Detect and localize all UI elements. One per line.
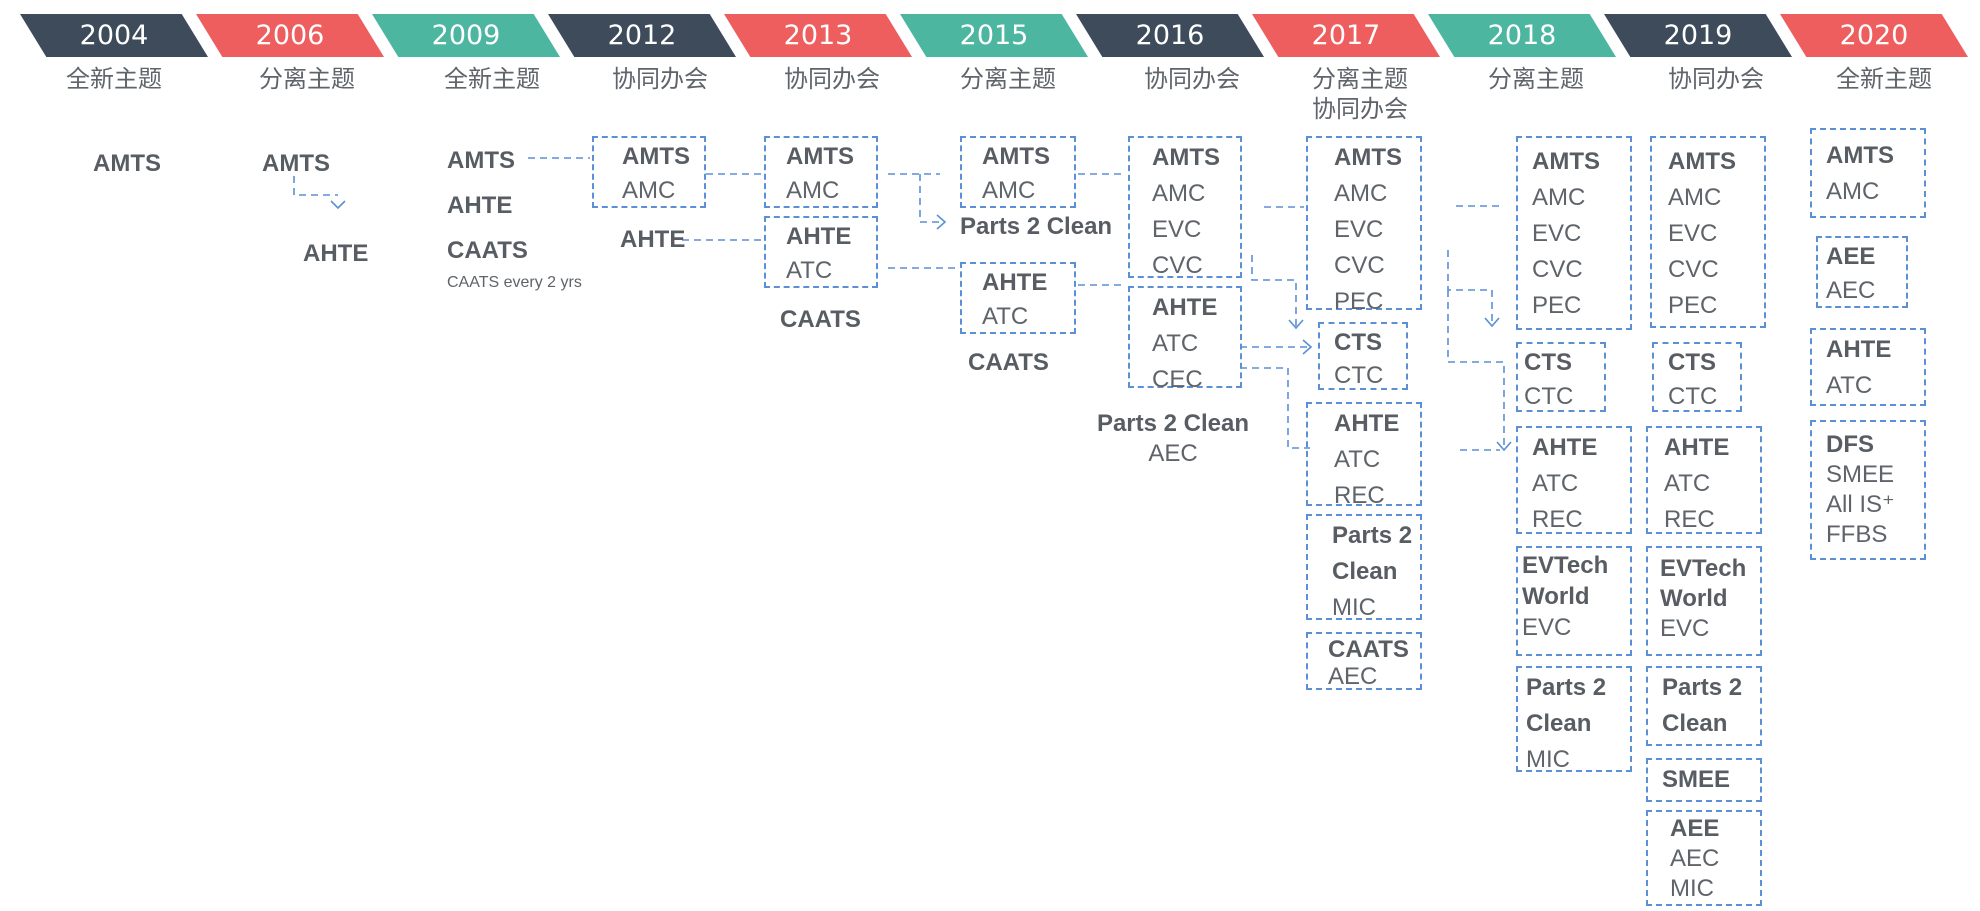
group-2019-parts2clean: Parts 2 Clean [1646, 666, 1762, 746]
year-2006-chevron: 2006 [196, 14, 384, 57]
year-2004-chevron: 2004 [20, 14, 208, 57]
year-2009-chevron: 2009 [372, 14, 560, 57]
theme-2012: 协同办会 [612, 65, 708, 93]
connector-2017-2018-b [1447, 290, 1505, 448]
year-2019-chevron: 2019 [1604, 14, 1792, 57]
theme-2017: 分离主题 协同办会 [1312, 65, 1408, 123]
arrowhead-2017-2018-a [1484, 317, 1500, 328]
connector-2017-2018-a [1447, 250, 1493, 324]
group-2019-evtech: EVTech World EVC [1646, 546, 1762, 656]
theme-2016: 协同办会 [1144, 65, 1240, 93]
theme-2015: 分离主题 [960, 65, 1056, 93]
year-2012-chevron: 2012 [548, 14, 736, 57]
theme-2018: 分离主题 [1488, 65, 1584, 93]
connector-2006 [293, 176, 338, 196]
group-2018-parts2clean: Parts 2 Clean MIC [1516, 666, 1632, 773]
theme-2020: 全新主题 [1836, 65, 1932, 93]
year-2013-chevron: 2013 [724, 14, 912, 57]
group-2018-cts: CTS CTC [1516, 342, 1606, 412]
group-2017-caats: CAATS AEC [1306, 632, 1422, 690]
group-2004-amts: AMTS [93, 150, 161, 177]
group-2020-amts: AMTS AMC [1810, 128, 1926, 218]
arrowhead-2006 [330, 200, 346, 210]
theme-2006: 分离主题 [259, 65, 355, 93]
group-2020-aee: AEE AEC [1816, 236, 1908, 308]
group-2013-caats: CAATS [780, 306, 861, 333]
group-2012-amts: AMTS AMC [592, 136, 706, 208]
group-2018-evtech: EVTech World EVC [1516, 546, 1632, 656]
group-2018-ahte: AHTE ATC REC [1516, 426, 1632, 534]
year-2017-chevron: 2017 [1252, 14, 1440, 57]
theme-2004: 全新主题 [66, 65, 162, 93]
year-2020-chevron: 2020 [1780, 14, 1968, 57]
connector-2013-2015-p2c [919, 174, 944, 223]
group-2019-smee: SMEE [1646, 758, 1762, 802]
group-2017-ahte: AHTE ATC REC [1306, 402, 1422, 509]
arrowhead-2016-2017-cts-a [1288, 319, 1304, 330]
theme-2019: 协同办会 [1668, 65, 1764, 93]
group-2018-amts: AMTS AMC EVC CVC PEC [1516, 136, 1632, 330]
group-2019-cts: CTS CTC [1652, 342, 1742, 412]
arrowhead-2016-2017-cts-b [1302, 339, 1313, 355]
theme-2009: 全新主题 [444, 65, 540, 93]
group-2020-ahte: AHTE ATC [1810, 328, 1926, 406]
group-2015-amts: AMTS AMC [960, 136, 1076, 208]
theme-2013: 协同办会 [784, 65, 880, 93]
group-2019-ahte: AHTE ATC REC [1646, 426, 1762, 534]
group-2016-ahte: AHTE ATC CEC [1128, 286, 1242, 393]
group-2016-parts2clean: Parts 2 Clean AEC [1096, 410, 1250, 467]
group-2017-parts2clean: Parts 2 Clean MIC [1306, 514, 1422, 621]
year-2018-chevron: 2018 [1428, 14, 1616, 57]
group-2006-amts: AMTS [262, 150, 330, 177]
group-2015-caats: CAATS [968, 349, 1049, 376]
group-2009-list: AMTS AHTE CAATS CAATS every 2 yrs [447, 147, 582, 291]
group-2019-aee: AEE AEC MIC [1646, 810, 1762, 906]
group-2015-parts2clean: Parts 2 Clean [960, 213, 1113, 240]
group-2013-ahte: AHTE ATC [764, 216, 878, 288]
connector-2016-2017-cts-a [1251, 255, 1297, 326]
group-2016-amts: AMTS AMC EVC CVC [1128, 136, 1242, 279]
group-2012-ahte: AHTE [620, 226, 686, 253]
group-2017-amts: AMTS AMC EVC CVC PEC [1306, 136, 1422, 315]
connector-2016-2017-ahte [1240, 367, 1310, 449]
group-2017-cts: CTS CTC [1318, 322, 1408, 390]
group-2015-ahte: AHTE ATC [960, 262, 1076, 334]
year-2016-chevron: 2016 [1076, 14, 1264, 57]
group-2019-amts: AMTS AMC EVC CVC PEC [1650, 136, 1766, 328]
arrowhead-2017-2018-b [1496, 441, 1512, 452]
arrowhead-2013-2015-p2c [936, 214, 947, 230]
year-2015-chevron: 2015 [900, 14, 1088, 57]
group-2020-dfs: DFS SMEE All IS⁺ FFBS [1810, 420, 1926, 560]
group-2013-amts: AMTS AMC [764, 136, 878, 208]
group-2006-ahte: AHTE [303, 240, 369, 267]
